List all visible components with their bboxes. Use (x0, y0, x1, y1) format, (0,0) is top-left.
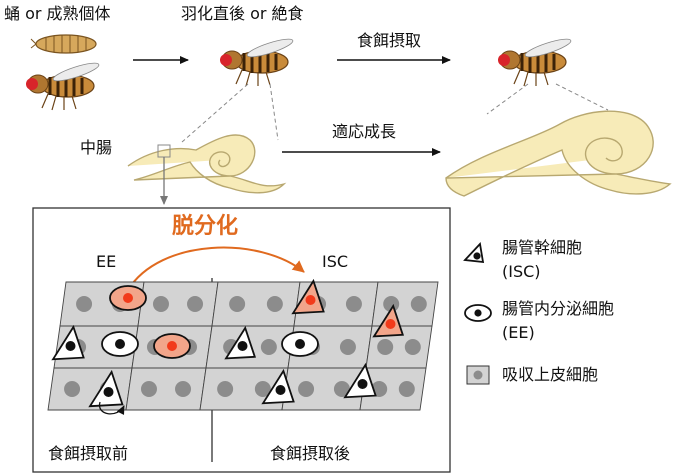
ee-cell (281, 331, 319, 357)
legend-isc-name: 腸管幹細胞 (502, 238, 583, 257)
guide-line-right-2 (555, 83, 609, 111)
panel-title-dedifferentiation: 脱分化 (172, 214, 239, 239)
epithelial-tile (125, 367, 207, 411)
absorptive-cell-nucleus (229, 296, 246, 312)
absorptive-cell-nucleus (377, 339, 394, 355)
absorptive-cell-nucleus (140, 381, 157, 397)
dedifferentiation-arrow (127, 246, 305, 291)
absorptive-cell-nucleus (404, 339, 421, 355)
large-midgut (445, 110, 672, 197)
epithelial-tile (371, 281, 439, 327)
converting-ee-cell (153, 333, 191, 359)
absorptive-cell-nucleus (383, 296, 400, 312)
label-before-feeding: 食餌摂取前 (48, 444, 129, 463)
legend-isc-abbr: (ISC) (502, 262, 541, 281)
dedifferentiated-isc-cell (372, 303, 405, 338)
isc-cell (261, 368, 295, 405)
legend-ec-name: 吸収上皮細胞 (502, 365, 599, 384)
small-midgut (127, 134, 287, 194)
absorptive-cell-nucleus (187, 296, 204, 312)
isc-cell (224, 325, 257, 360)
arrow-label-feeding: 食餌摂取 (357, 31, 422, 50)
newly-eclosed-fly (218, 34, 296, 88)
cell-label-isc: ISC (322, 252, 349, 271)
absorptive-cell-nucleus (398, 381, 415, 397)
ee-cell (101, 331, 139, 357)
absorptive-cell-nucleus (345, 296, 362, 312)
isc-cell (88, 369, 124, 408)
guide-line-left-2 (269, 83, 279, 141)
epithelial-tile (137, 281, 219, 327)
absorptive-cell-nucleus (339, 339, 356, 355)
stage-label-eclosed-or-starved: 羽化直後 or 絶食 (181, 4, 304, 23)
label-after-feeding: 食餌摂取後 (270, 444, 351, 463)
absorptive-cell-nucleus (76, 296, 93, 312)
absorptive-cell-nucleus (333, 381, 350, 397)
isc-cell (343, 362, 377, 399)
absorptive-cell-nucleus (217, 381, 234, 397)
absorptive-cell-nucleus (64, 381, 81, 397)
midgut-label: 中腸 (80, 138, 113, 157)
absorptive-cell-nucleus (254, 381, 271, 397)
epithelial-tile (211, 281, 301, 327)
guide-line-left (181, 83, 249, 143)
isc-cell (51, 324, 85, 361)
absorptive-cell-nucleus (298, 381, 315, 397)
cell-layer (51, 278, 405, 408)
self-renewal-arrow (98, 401, 125, 415)
cell-label-ee: EE (96, 252, 117, 271)
legend-ec-symbol (466, 365, 490, 385)
legend-ee-name: 腸管内分泌細胞 (502, 299, 615, 318)
guide-line-right (486, 83, 529, 115)
absorptive-cell-nucleus (152, 296, 169, 312)
absorptive-cell-nucleus (175, 381, 192, 397)
converting-ee-cell (109, 285, 147, 311)
legend-ee-abbr: (EE) (502, 323, 535, 342)
pupa (30, 34, 97, 54)
absorptive-cell-nucleus (260, 339, 277, 355)
absorptive-cell-nucleus (410, 296, 427, 312)
stage-label-pupa-or-mature: 蛹 or 成熟個体 (4, 4, 111, 23)
arrow-label-adaptive-growth: 適応成長 (332, 122, 397, 141)
absorptive-cell-nucleus (266, 296, 283, 312)
legend-ee-symbol (464, 304, 492, 322)
fed-fly (496, 34, 574, 88)
legend-isc-symbol (463, 242, 485, 264)
dedifferentiated-isc-cell (291, 278, 325, 315)
adult-fly (24, 58, 102, 112)
